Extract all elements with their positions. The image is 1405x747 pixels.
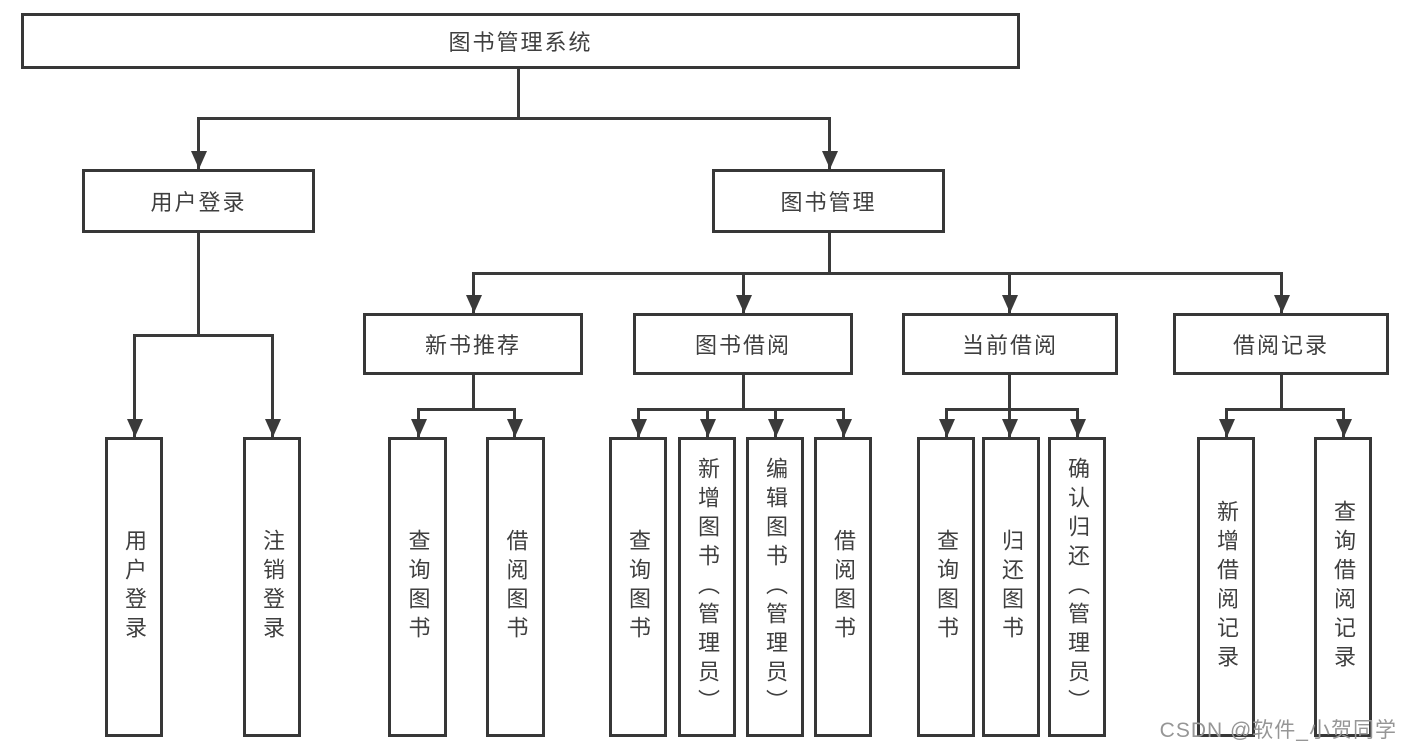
leaf-label: 借阅图书: [503, 529, 529, 645]
node-label: 当前借阅: [961, 333, 1058, 358]
leaf-label: 查询借阅记录: [1331, 500, 1356, 674]
leaf-user-login: 用户登录: [105, 437, 163, 737]
leaf-label: 用户登录: [122, 529, 147, 645]
leaf-add-borrow-record: 新增借阅记录: [1197, 437, 1255, 737]
leaf-label: 查询图书: [626, 529, 651, 645]
arrow-to-leaf: [699, 408, 716, 437]
connector-current-split: [945, 408, 1079, 411]
arrow-to-leaf: [410, 408, 427, 437]
arrow-to-leaf: [1218, 408, 1235, 437]
leaf-borrow-book-2: 借阅图书: [814, 437, 872, 737]
arrow-to-leaf-logout: [264, 334, 281, 437]
node-label: 新书推荐: [424, 333, 521, 358]
leaf-confirm-return-admin: 确认归还（管理员）: [1048, 437, 1106, 737]
node-user-login: 用户登录: [82, 169, 315, 233]
node-label: 图书管理: [780, 190, 877, 215]
leaf-label: 确认归还（管理员）: [1065, 456, 1090, 718]
leaf-label: 新增借阅记录: [1214, 500, 1239, 674]
connector-user-login-split: [133, 334, 273, 337]
connector-root-stem: [517, 69, 520, 120]
leaf-logout-login: 注销登录: [243, 437, 301, 737]
connector-record-stem: [1280, 375, 1283, 411]
arrow-to-user-login: [190, 117, 207, 169]
node-book-borrow: 图书借阅: [633, 313, 853, 375]
leaf-label: 编辑图书（管理员）: [763, 456, 788, 718]
arrow-to-current-borrow: [1001, 272, 1018, 313]
arrow-to-borrow-record: [1273, 272, 1290, 313]
connector-root-split: [197, 117, 831, 120]
leaf-return-book: 归还图书: [982, 437, 1040, 737]
arrow-to-book-management: [821, 117, 838, 169]
leaf-add-book-admin: 新增图书（管理员）: [678, 437, 736, 737]
node-label: 借阅记录: [1232, 333, 1329, 358]
leaf-label: 借阅图书: [831, 529, 856, 645]
leaf-label: 注销登录: [260, 529, 285, 645]
leaf-label: 查询图书: [934, 529, 959, 645]
node-label: 图书管理系统: [448, 30, 593, 55]
arrow-to-leaf: [1001, 408, 1018, 437]
arrow-to-book-borrow: [735, 272, 752, 313]
leaf-label: 新增图书（管理员）: [695, 456, 720, 718]
node-root-library-system: 图书管理系统: [21, 13, 1020, 69]
connector-current-stem: [1008, 375, 1011, 411]
connector-record-split: [1225, 408, 1345, 411]
leaf-query-book-2: 查询图书: [609, 437, 667, 737]
arrow-to-leaf: [1069, 408, 1086, 437]
arrow-to-leaf: [767, 408, 784, 437]
arrow-to-leaf: [835, 408, 852, 437]
leaf-edit-book-admin: 编辑图书（管理员）: [746, 437, 804, 737]
leaf-borrow-book-1: 借阅图书: [486, 437, 545, 737]
connector-book-mgmt-split: [472, 272, 1281, 275]
arrow-to-leaf: [506, 408, 523, 437]
connector-book-mgmt-stem: [828, 233, 831, 275]
connector-recommend-stem: [472, 375, 475, 411]
node-borrow-record: 借阅记录: [1173, 313, 1389, 375]
arrow-to-leaf-user-login: [126, 334, 143, 437]
leaf-query-borrow-record: 查询借阅记录: [1314, 437, 1372, 737]
leaf-label: 查询图书: [405, 529, 431, 645]
arrow-to-leaf: [938, 408, 955, 437]
node-new-book-recommend: 新书推荐: [363, 313, 583, 375]
leaf-label: 归还图书: [999, 529, 1024, 645]
connector-borrow-stem: [742, 375, 745, 411]
node-book-management: 图书管理: [712, 169, 945, 233]
node-label: 用户登录: [150, 190, 247, 215]
node-label: 图书借阅: [694, 333, 791, 358]
arrow-to-leaf: [1335, 408, 1352, 437]
arrow-to-leaf: [630, 408, 647, 437]
leaf-query-book-1: 查询图书: [388, 437, 447, 737]
leaf-query-book-3: 查询图书: [917, 437, 975, 737]
connector-borrow-split: [637, 408, 845, 411]
node-current-borrow: 当前借阅: [902, 313, 1118, 375]
connector-recommend-split: [417, 408, 516, 411]
csdn-watermark: CSDN @软件_小贺同学: [1159, 719, 1397, 742]
connector-user-login-stem: [197, 233, 200, 337]
arrow-to-new-book-recommend: [465, 272, 482, 313]
